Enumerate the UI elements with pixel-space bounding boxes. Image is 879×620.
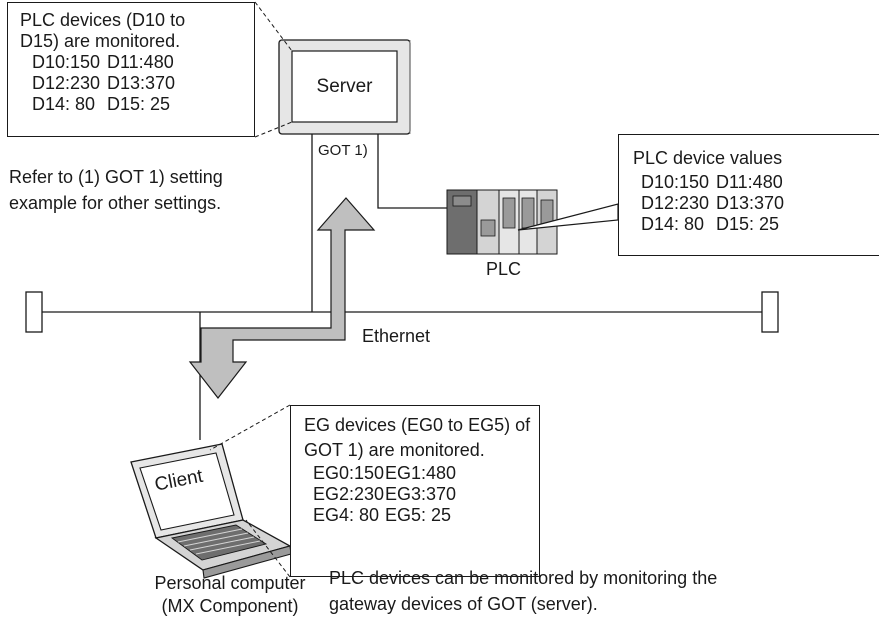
value-cell: D14: 80 [32,94,96,114]
value-row: D10:150 D11:480 [32,52,254,73]
server-monitor-callout: PLC devices (D10 to D15) are monitored. … [7,2,255,137]
value-row: D12:230 D13:370 [32,73,254,94]
server-callout-title-line2: D15) are monitored. [20,31,181,51]
bus-terminator-left [25,291,43,333]
value-row: D10:150 D11:480 [641,172,879,193]
pc-caption-line2: (MX Component) [161,596,299,616]
value-row: D12:230 D13:370 [641,193,879,214]
plc-values-callout: PLC device values D10:150 D11:480 D12:230… [618,134,879,256]
value-cell: D12:230 [641,193,710,213]
bottom-note-line1: PLC devices can be monitored by monitori… [329,568,718,588]
bus-terminator-right [761,291,779,333]
bottom-note-line2: gateway devices of GOT (server). [329,594,598,614]
server-callout-values: D10:150 D11:480 D12:230 D13:370 D14: 80 D15… [32,52,254,115]
client-callout-line-bottom [245,519,291,578]
value-cell: EG1:480 [385,463,457,483]
server-label: Server [316,76,373,97]
client-callout-line-top [209,404,291,451]
client-callout-title-line2: GOT 1) are monitored. [304,440,485,460]
value-cell: D10:150 [641,172,710,192]
refer-note-line2: example for other settings. [9,193,222,213]
value-cell: EG4: 80 [313,505,380,525]
value-cell: D15: 25 [107,94,171,114]
ethernet-label: Ethernet [362,326,431,346]
server-callout-title-line1: PLC devices (D10 to [20,10,186,30]
client-monitor-callout: EG devices (EG0 to EG5) of GOT 1) are mo… [290,405,540,577]
plc-callout-title: PLC device values [633,148,783,168]
laptop-client-device [130,443,292,579]
value-cell: D13:370 [716,193,785,213]
value-cell: D10:150 [32,52,101,72]
pc-caption-line1: Personal computer [154,573,306,593]
server-plc-cable [377,134,449,209]
value-row: EG0:150EG1:480 [313,463,539,484]
client-callout-title-line1: EG devices (EG0 to EG5) of [304,415,531,435]
value-cell: D11:480 [716,172,783,192]
value-cell: EG5: 25 [385,505,452,525]
value-cell: D12:230 [32,73,101,93]
value-cell: D13:370 [107,73,176,93]
plc-label: PLC [486,259,522,279]
value-cell: EG3:370 [385,484,457,504]
value-row: D14: 80 D15: 25 [32,94,254,115]
value-row: EG2:230EG3:370 [313,484,539,505]
plc-callout-values: D10:150 D11:480 D12:230 D13:370 D14: 80 D15… [641,172,879,235]
server-callout-line-top [254,1,293,52]
plc-device [446,189,558,255]
got-server-device [278,39,411,135]
value-cell: D11:480 [107,52,174,72]
value-cell: D15: 25 [716,214,780,234]
value-cell: D14: 80 [641,214,705,234]
data-flow-arrow [188,197,376,399]
got-label: GOT 1) [318,142,368,159]
value-cell: EG2:230 [313,484,385,504]
value-cell: EG0:150 [313,463,385,483]
refer-note-line1: Refer to (1) GOT 1) setting [9,167,223,187]
value-row: D14: 80 D15: 25 [641,214,879,235]
